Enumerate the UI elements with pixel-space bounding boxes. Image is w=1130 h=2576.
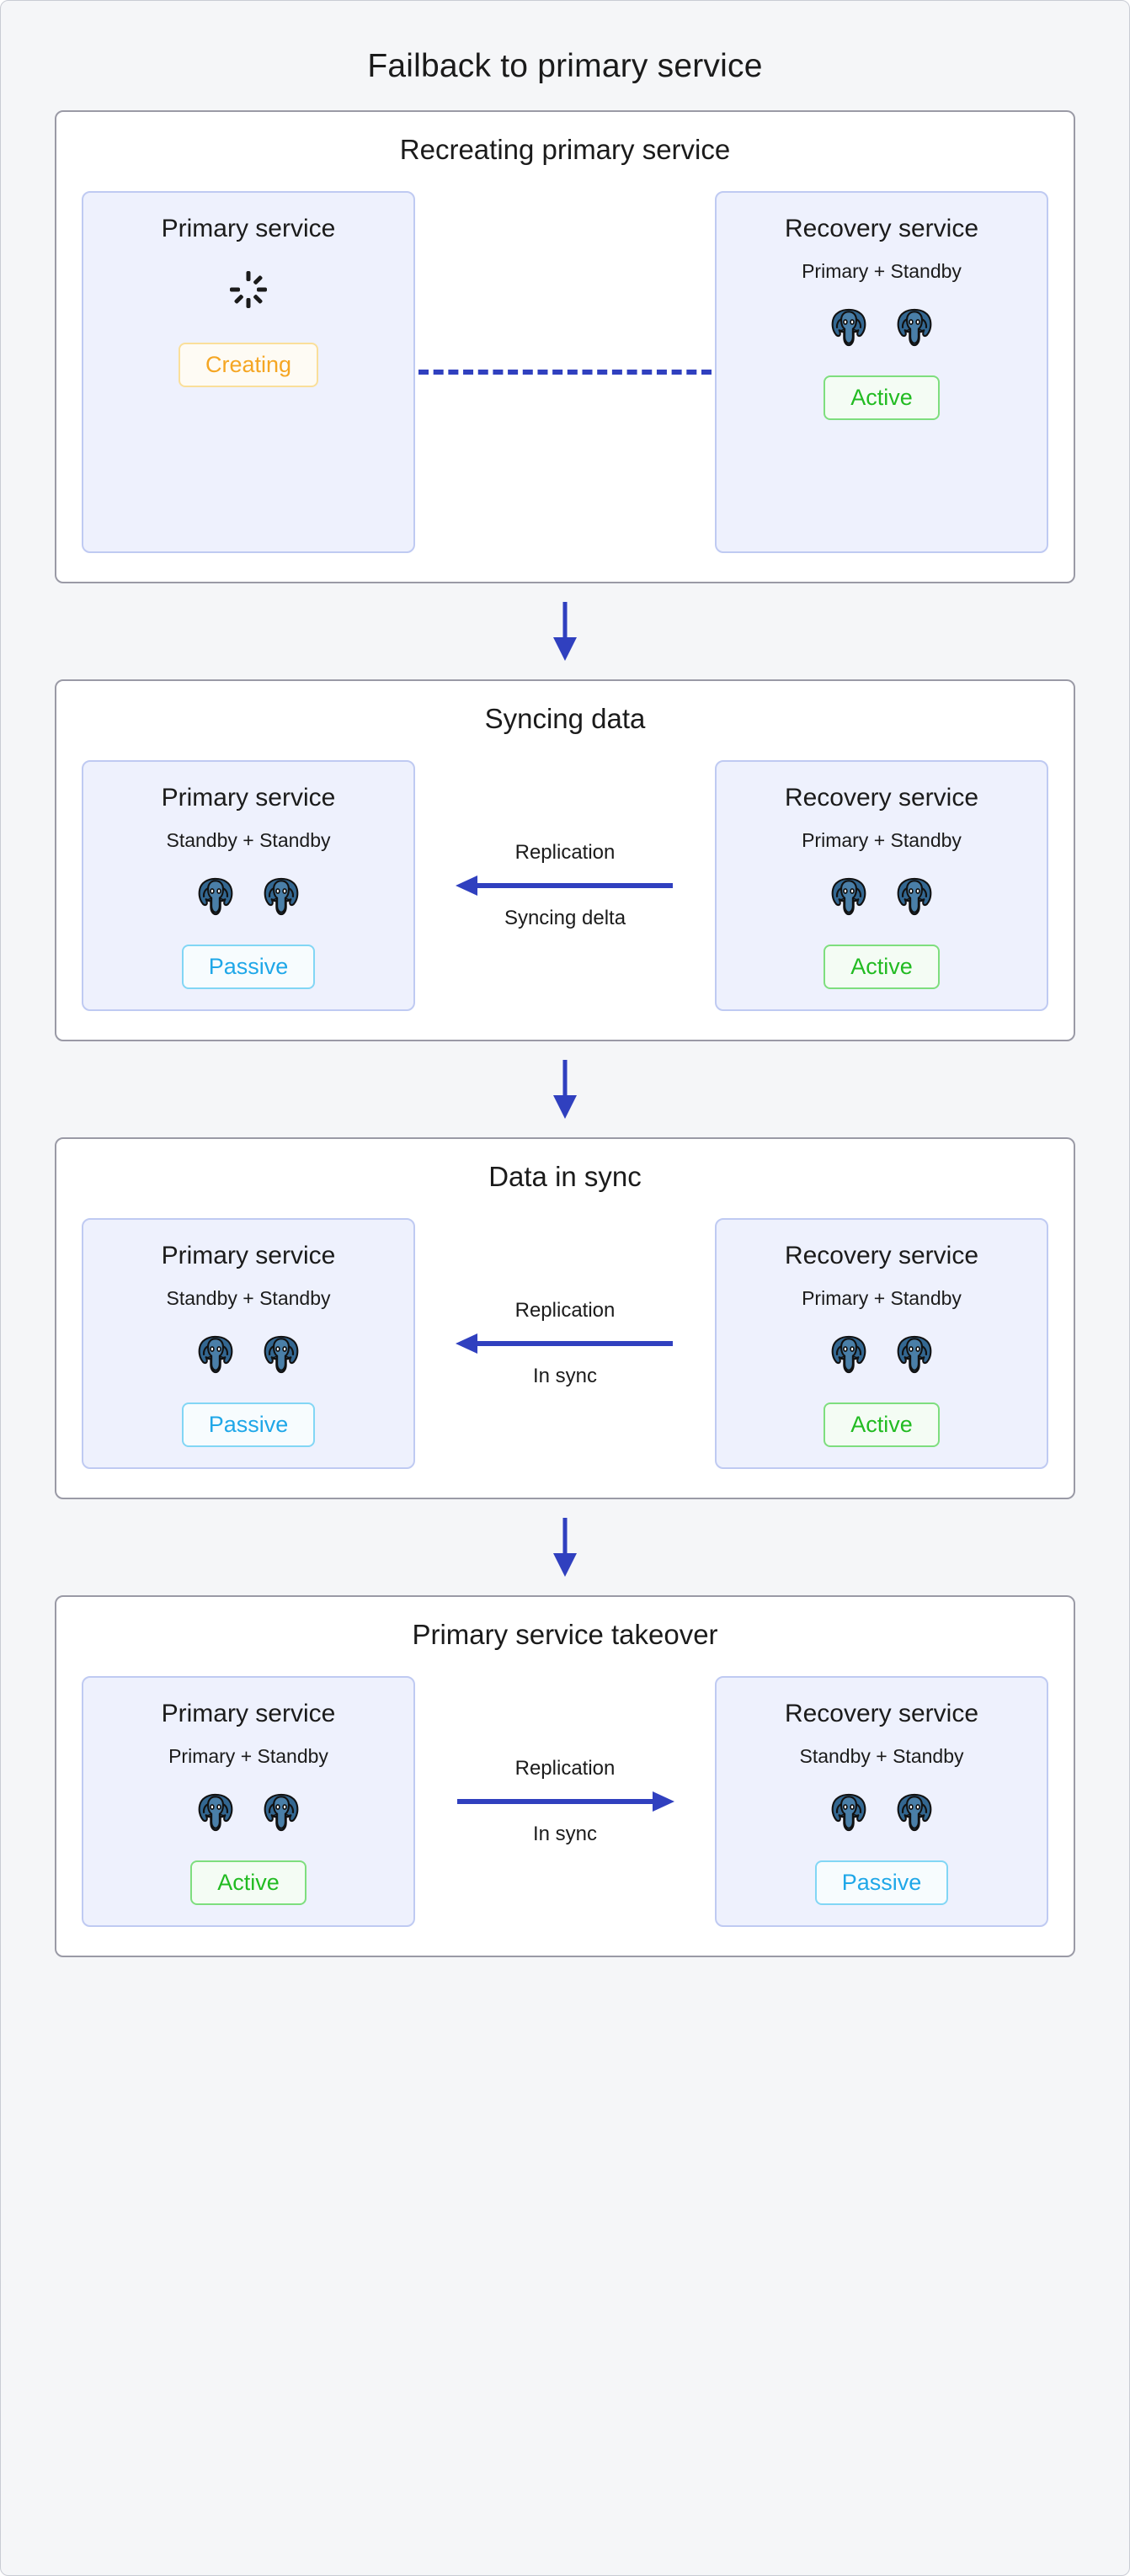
postgresql-elephant-icon xyxy=(831,308,866,347)
status-badge: Passive xyxy=(181,945,316,990)
replication-connector: Replication In sync xyxy=(415,1757,715,1846)
database-node-group xyxy=(194,1790,303,1835)
arrow-down-icon xyxy=(553,1060,577,1120)
replication-connector xyxy=(415,370,715,375)
postgresql-elephant-icon xyxy=(264,1335,299,1374)
postgresql-elephant-icon xyxy=(831,1335,866,1374)
stage-title: Syncing data xyxy=(484,703,646,734)
service-name: Primary service xyxy=(161,215,336,242)
page-title: Failback to primary service xyxy=(367,48,763,84)
postgresql-elephant-icon xyxy=(198,877,233,916)
service-roles: Primary + Standby xyxy=(802,1287,962,1310)
replication-connector: Replication In sync xyxy=(415,1299,715,1388)
postgresql-elephant-icon xyxy=(897,308,932,347)
postgresql-elephant-icon xyxy=(897,1793,932,1832)
connector-label-top: Replication xyxy=(514,1757,616,1780)
postgresql-elephant-icon xyxy=(198,1793,233,1832)
arrow-down-icon xyxy=(553,602,577,661)
step-arrow xyxy=(55,1041,1075,1137)
service-name: Recovery service xyxy=(784,1242,979,1270)
service-name: Primary service xyxy=(161,1700,336,1728)
service-roles: Standby + Standby xyxy=(166,1287,331,1310)
service-roles: Primary + Standby xyxy=(802,829,962,851)
status-badge: Creating xyxy=(178,343,319,388)
status-badge: Active xyxy=(824,375,940,421)
service-name: Recovery service xyxy=(784,1700,979,1728)
arrow-left-icon xyxy=(456,876,673,897)
service-name: Primary service xyxy=(161,1242,336,1270)
service-name: Primary service xyxy=(161,784,336,812)
database-node-group xyxy=(827,1332,936,1377)
connector-label-bottom: Syncing delta xyxy=(504,907,626,930)
status-badge: Passive xyxy=(181,1402,316,1448)
stage-title: Data in sync xyxy=(488,1161,642,1193)
postgresql-elephant-icon xyxy=(198,1335,233,1374)
database-node-group xyxy=(827,1790,936,1835)
connector-label-bottom: In sync xyxy=(532,1823,598,1846)
loading-spinner-icon xyxy=(229,271,268,314)
connector-label-bottom: In sync xyxy=(532,1365,598,1388)
arrow-left-icon xyxy=(456,1333,673,1355)
service-roles: Primary + Standby xyxy=(802,260,962,282)
step-arrow xyxy=(55,583,1075,679)
arrow-right-icon xyxy=(457,1791,674,1812)
postgresql-elephant-icon xyxy=(831,877,866,916)
database-node-group xyxy=(827,874,936,919)
stage-title: Primary service takeover xyxy=(412,1619,718,1651)
status-badge: Active xyxy=(824,1402,940,1448)
postgresql-elephant-icon xyxy=(264,1793,299,1832)
database-node-group xyxy=(827,305,936,350)
connector-label-top: Replication xyxy=(514,1299,616,1323)
service-name: Recovery service xyxy=(784,215,979,242)
service-roles: Primary + Standby xyxy=(168,1745,328,1768)
dashed-connector-line xyxy=(418,370,712,375)
database-node-group xyxy=(194,874,303,919)
connector-label-top: Replication xyxy=(514,841,616,865)
status-badge: Active xyxy=(190,1860,306,1906)
postgresql-elephant-icon xyxy=(264,877,299,916)
postgresql-elephant-icon xyxy=(831,1793,866,1832)
service-name: Recovery service xyxy=(784,784,979,812)
stage-title: Recreating primary service xyxy=(399,134,731,165)
postgresql-elephant-icon xyxy=(897,1335,932,1374)
status-badge: Passive xyxy=(814,1860,949,1906)
service-roles: Standby + Standby xyxy=(799,1745,964,1768)
database-node-group xyxy=(194,1332,303,1377)
service-roles: Standby + Standby xyxy=(166,829,331,851)
arrow-down-icon xyxy=(553,1518,577,1578)
status-badge: Active xyxy=(824,945,940,990)
step-arrow xyxy=(55,1499,1075,1595)
postgresql-elephant-icon xyxy=(897,877,932,916)
